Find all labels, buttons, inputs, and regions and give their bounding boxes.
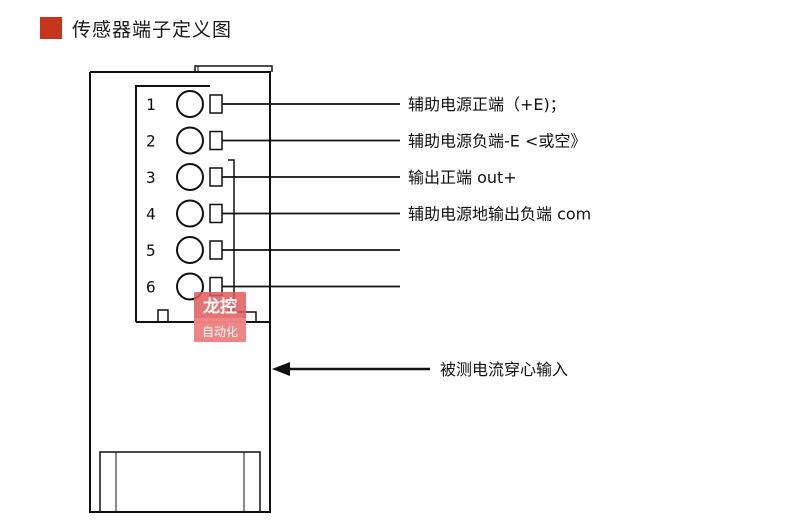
terminal-pin (209, 130, 223, 151)
terminal-row: 5 (146, 236, 400, 264)
current-input-label: 被测电流穿心输入 (440, 360, 568, 379)
terminal-screw-icon (176, 90, 204, 118)
terminal-number: 6 (146, 278, 156, 297)
watermark-line2: 自动化 (202, 325, 238, 339)
terminal-row: 6 (146, 272, 400, 301)
terminal-connector-strip (228, 159, 235, 311)
page-header: 传感器端子定义图 (40, 14, 232, 42)
terminal-number: 5 (146, 241, 156, 260)
terminal-screw-icon (176, 199, 204, 228)
page-title: 传感器端子定义图 (72, 18, 233, 41)
terminal-label: 辅助电源正端（+E)； (408, 95, 566, 114)
terminals: 1 辅助电源正端（+E)； 2 辅助电源负端-E <或空》 3 输出正端 out+ 4 辅助电… (146, 90, 591, 311)
terminal-row: 3 输出正端 out+ (146, 163, 517, 191)
terminal-screw-icon (176, 236, 204, 264)
watermark-line1: 龙控 (202, 296, 237, 317)
terminal-pin (209, 203, 223, 224)
terminal-number: 1 (146, 95, 156, 114)
terminal-number: 2 (146, 132, 156, 151)
title-accent-square (40, 17, 62, 39)
terminal-label: 辅助电源地输出负端 com (408, 205, 591, 224)
terminal-label: 辅助电源负端-E <或空》 (408, 132, 586, 151)
terminal-label: 输出正端 out+ (408, 168, 517, 187)
sensor-body (89, 65, 273, 513)
watermark-logo: 龙控 自动化 (194, 292, 246, 342)
terminal-row: 2 辅助电源负端-E <或空》 (146, 126, 586, 155)
terminal-row: 4 辅助电源地输出负端 com (146, 199, 591, 228)
terminal-number: 3 (146, 168, 156, 187)
terminal-pin (209, 240, 223, 260)
current-input-arrow (272, 362, 430, 376)
terminal-pin (209, 94, 223, 114)
terminal-screw-icon (176, 272, 204, 301)
terminal-screw-icon (176, 163, 204, 191)
terminal-screw-icon (176, 126, 204, 155)
terminal-pin (209, 167, 223, 187)
terminal-row: 1 辅助电源正端（+E)； (146, 90, 566, 118)
terminal-number: 4 (146, 205, 156, 224)
